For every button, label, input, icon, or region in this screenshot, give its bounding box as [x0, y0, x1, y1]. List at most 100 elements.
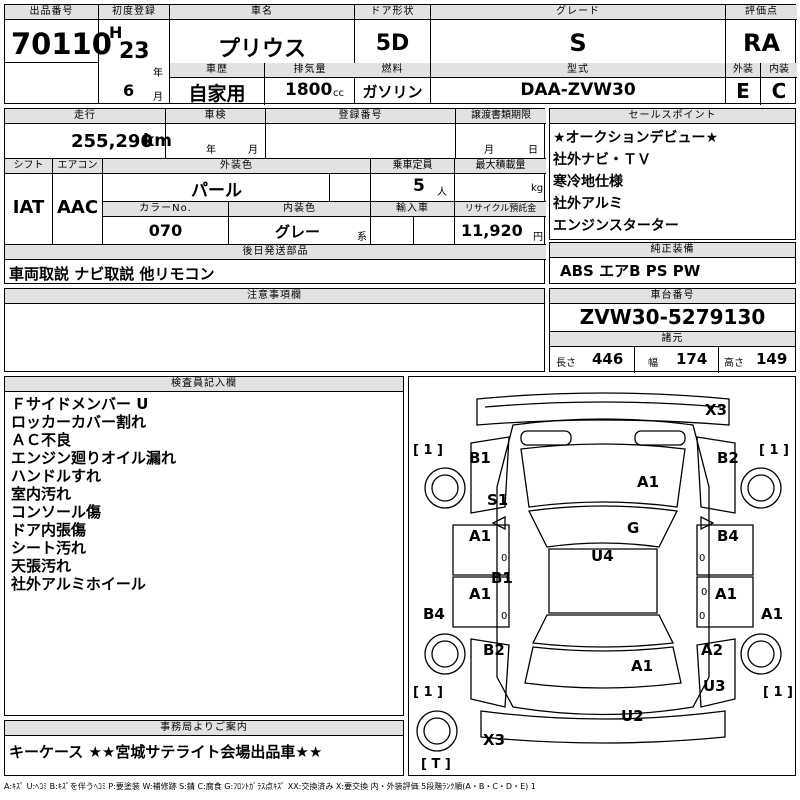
reg-no-label: 登録番号 [266, 109, 455, 124]
capacity-label: 乗車定員 [371, 159, 454, 174]
mark-a1-right-side: A1 [761, 605, 784, 623]
lot-no: 70110 [11, 27, 112, 61]
recycle-unit: 円 [533, 232, 543, 243]
car-name: プリウス [217, 37, 306, 62]
history-label: 車歴 [170, 63, 264, 78]
rating: RA [742, 29, 781, 57]
fuel: ガソリン [362, 83, 423, 101]
inspector-label: 検査員記入欄 [5, 377, 403, 392]
later-parts-label: 後日発送部品 [5, 245, 546, 260]
chassis-label: 車台番号 [550, 289, 795, 304]
reg-month-unit: 月 [153, 92, 163, 103]
transfer-month-unit: 月 [484, 145, 494, 156]
damage-diagram: X3 B1 B2 A1 S1 G A1 B4 U4 B1 A1 A1 B4 A1… [408, 376, 796, 776]
import-label: 輸入車 [371, 202, 454, 217]
selling-point-item: エンジンスターター [553, 218, 679, 234]
capacity-unit: 人 [437, 187, 447, 198]
mark-u4: U4 [591, 547, 614, 565]
mark-b4-left-side: B4 [423, 605, 445, 623]
tire-label-spare: [ T ] [421, 757, 451, 772]
length: 446 [592, 350, 624, 368]
lot-no-label: 出品番号 [5, 5, 98, 20]
int-color-label: 内装色 [229, 202, 370, 217]
office-label: 事務局よりご案内 [5, 721, 403, 736]
small-zero: 0 [501, 553, 508, 564]
color-no-label: カラーNo. [103, 202, 228, 217]
grade-label: グレード [431, 5, 725, 20]
tire-label-fr: [ 1 ] [759, 443, 789, 458]
genuine-label: 純正装備 [550, 243, 795, 258]
inspector-line: ドア内張傷 [11, 521, 87, 539]
ac-label: エアコン [53, 159, 102, 174]
inspection-month-unit: 月 [248, 145, 258, 156]
mark-b2-rear-left: B2 [483, 641, 505, 659]
transfer-day-unit: 日 [528, 145, 538, 156]
mileage: 255,290 [71, 131, 153, 152]
mark-b2-front-right: B2 [717, 449, 739, 467]
mark-s1: S1 [487, 491, 509, 509]
transfer-label: 譲渡書類期限 [456, 109, 546, 124]
inspector-line: コンソール傷 [11, 503, 102, 521]
mark-a1-rr-door: A1 [715, 585, 738, 603]
inspector-line: エンジン廻りオイル漏れ [11, 449, 177, 467]
small-zero: 0 [701, 587, 708, 598]
width-label: 幅 [648, 358, 658, 369]
history: 自家用 [188, 83, 246, 105]
interior-label: 内装 [761, 63, 797, 78]
inspector-line: ハンドルすれ [11, 467, 102, 485]
selling-point-item: ★オークションデビュー★ [553, 130, 719, 146]
inspector-line: Ｆサイドメンバー U [11, 395, 149, 413]
genuine-equipment: 純正装備 ABS エアB PS PW [549, 242, 796, 284]
model-label: 型式 [431, 63, 725, 78]
inspector-line: ＡＣ不良 [11, 431, 72, 449]
mark-b1-center: B1 [491, 569, 513, 587]
mark-u3: U3 [703, 677, 726, 695]
later-parts: 車両取説 ナビ取説 他リモコン [9, 265, 215, 283]
color-no: 070 [148, 221, 183, 240]
tire-label-fl: [ 1 ] [413, 443, 443, 458]
inspector-line: 室内汚れ [11, 485, 72, 503]
mark-x3-bottom: X3 [483, 731, 506, 749]
rating-label: 評価点 [726, 5, 797, 20]
inspector-line: 天張汚れ [11, 557, 72, 575]
mark-a1-fl-door: A1 [469, 527, 492, 545]
exterior-label: 外装 [726, 63, 760, 78]
interior-grade: C [771, 79, 787, 103]
small-zero: 0 [699, 553, 706, 564]
ext-color-label: 外装色 [103, 159, 370, 174]
tire-label-rr: [ 1 ] [763, 685, 793, 700]
max-load-unit: kg [531, 183, 544, 194]
shift-label: シフト [5, 159, 52, 174]
inspector-line: 社外アルミホイール [11, 575, 146, 593]
reg-year-unit: 年 [153, 68, 163, 79]
mark-b4-fr-door: B4 [717, 527, 739, 545]
chassis-box: 車台番号 ZVW30-5279130 諸元 長さ 446 幅 174 高さ 14… [549, 288, 796, 373]
displacement-unit: cc [333, 88, 344, 99]
inspector-box: 検査員記入欄 Ｆサイドメンバー U ロッカーカバー割れ ＡＣ不良 エンジン廻りオ… [4, 376, 404, 716]
ac: AAC [56, 197, 99, 218]
grade: S [569, 29, 587, 57]
small-zero: 0 [699, 611, 706, 622]
capacity: 5 [413, 176, 425, 196]
displacement: 1800 [285, 80, 333, 100]
door: 5D [375, 31, 410, 56]
mark-a1-hood: A1 [637, 473, 660, 491]
int-color-unit: 系 [357, 232, 367, 243]
notes-label: 注意事項欄 [5, 289, 544, 304]
mark-b1-front-left: B1 [469, 449, 491, 467]
int-color: グレー [275, 223, 321, 241]
door-label: ドア形状 [355, 5, 430, 20]
inspection-label: 車検 [166, 109, 265, 124]
inspector-line: シート汚れ [11, 539, 87, 557]
mark-g: G [627, 519, 640, 537]
first-reg-label: 初度登録 [99, 5, 169, 20]
recycle-label: リサイクル預託金 [455, 202, 546, 217]
selling-points-label: セールスポイント [550, 109, 795, 124]
recycle: 11,920 [461, 221, 523, 240]
car-name-label: 車名 [170, 5, 354, 20]
mileage-label: 走行 [5, 109, 165, 124]
inspector-line: ロッカーカバー割れ [11, 413, 147, 431]
chassis-number: ZVW30-5279130 [579, 305, 766, 329]
selling-point-item: 社外アルミ [553, 196, 623, 212]
mileage-unit: km [143, 131, 173, 151]
